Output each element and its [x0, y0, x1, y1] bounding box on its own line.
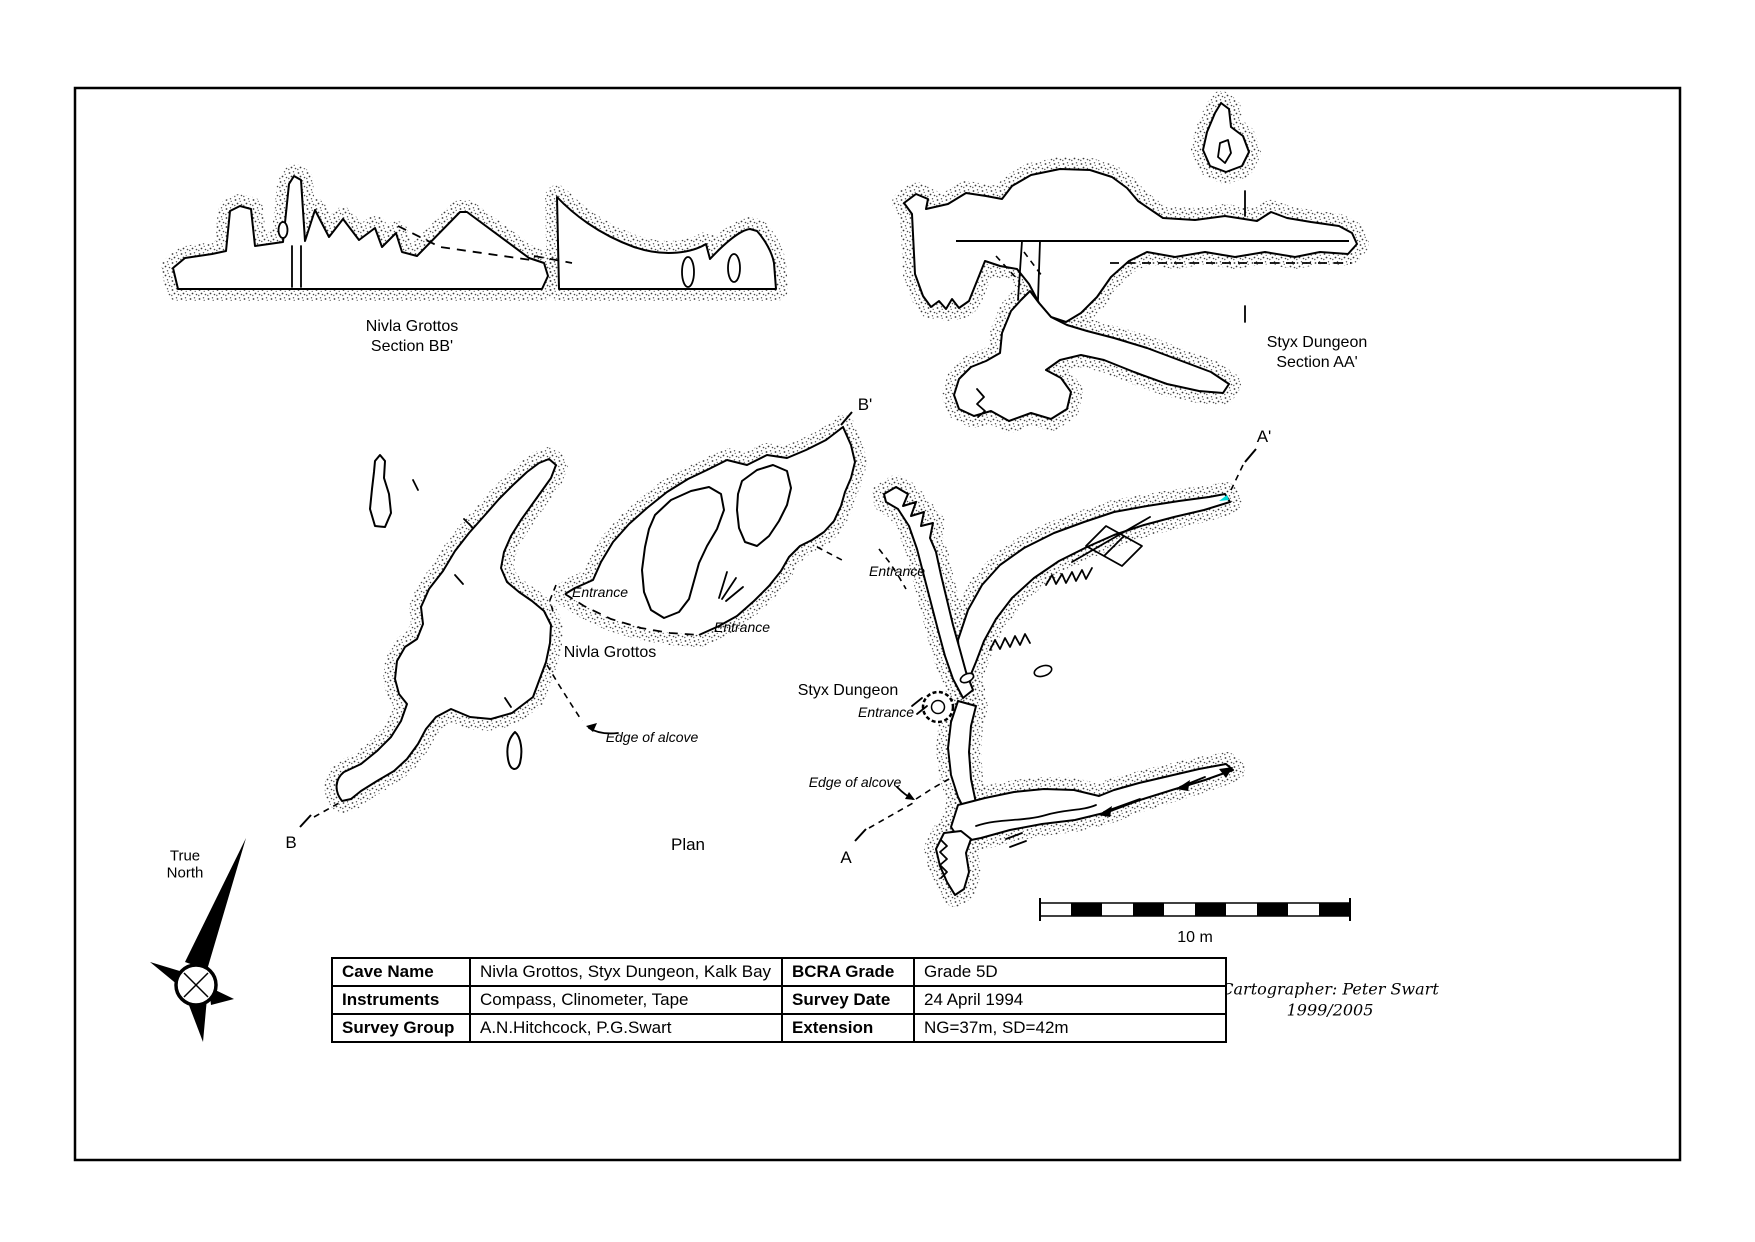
entrance-label-4: Entrance: [857, 704, 915, 720]
entrance-label-2: Entrance: [713, 619, 771, 635]
nivla-grottos-plan-label: Nivla Grottos: [563, 644, 657, 661]
extension-label: Extension: [781, 1013, 915, 1043]
section-bb-title-line1: Nivla Grottos: [365, 318, 459, 335]
north-arrow-icon: [150, 838, 246, 1042]
survey-info-table: Cave Name Nivla Grottos, Styx Dungeon, K…: [331, 957, 1227, 1043]
survey-date-label: Survey Date: [781, 985, 915, 1015]
page-border: [73, 86, 1682, 1162]
marker-b-prime: B': [857, 395, 873, 414]
true-north-label-line2: North: [166, 864, 204, 882]
scale-bar: [1039, 898, 1351, 921]
survey-tip-highlight: [1219, 495, 1229, 501]
cave-name-label: Cave Name: [331, 957, 471, 987]
bcra-grade-value: Grade 5D: [913, 957, 1227, 987]
marker-a: A: [840, 848, 852, 867]
survey-date-value: 24 April 1994: [913, 985, 1227, 1015]
section-aa-drawing: [956, 139, 1351, 418]
scale-label: 10 m: [1177, 929, 1213, 946]
table-row: Survey Group A.N.Hitchcock, P.G.Swart Ex…: [331, 1013, 1227, 1043]
edge-of-alcove-label-2: Edge of alcove: [808, 774, 902, 790]
section-bb-title-line2: Section BB': [370, 338, 454, 355]
styx-dungeon-plan-label: Styx Dungeon: [797, 682, 899, 699]
nivla-plan-drawing: [369, 454, 619, 770]
table-row: Instruments Compass, Clinometer, Tape Su…: [331, 985, 1227, 1015]
marker-a-prime: A': [1256, 427, 1272, 446]
cartographer-credit-line1: Cartographer: Peter Swart: [1221, 979, 1439, 999]
section-aa-title-line2: Section AA': [1276, 354, 1358, 371]
entrance-label-3: Entrance: [868, 563, 926, 579]
cave-name-value: Nivla Grottos, Styx Dungeon, Kalk Bay: [469, 957, 783, 987]
survey-group-value: A.N.Hitchcock, P.G.Swart: [469, 1013, 783, 1043]
entrance-label-1: Entrance: [571, 584, 629, 600]
section-line-ticks: [299, 411, 1257, 842]
section-aa-title-line1: Styx Dungeon: [1266, 334, 1368, 351]
plan-label: Plan: [670, 835, 706, 854]
cartographer-credit-line2: 1999/2005: [1286, 1000, 1374, 1020]
extension-value: NG=37m, SD=42m: [913, 1013, 1227, 1043]
bcra-grade-label: BCRA Grade: [781, 957, 915, 987]
survey-group-label: Survey Group: [331, 1013, 471, 1043]
middle-chamber-drawing: [564, 426, 856, 636]
styx-plan-drawing: [868, 495, 1233, 879]
instruments-value: Compass, Clinometer, Tape: [469, 985, 783, 1015]
true-north-label-line1: True: [169, 847, 201, 865]
edge-of-alcove-label-1: Edge of alcove: [605, 729, 699, 745]
marker-b: B: [285, 833, 297, 852]
table-row: Cave Name Nivla Grottos, Styx Dungeon, K…: [331, 957, 1227, 987]
instruments-label: Instruments: [331, 985, 471, 1015]
section-bb-drawing: [277, 221, 741, 288]
